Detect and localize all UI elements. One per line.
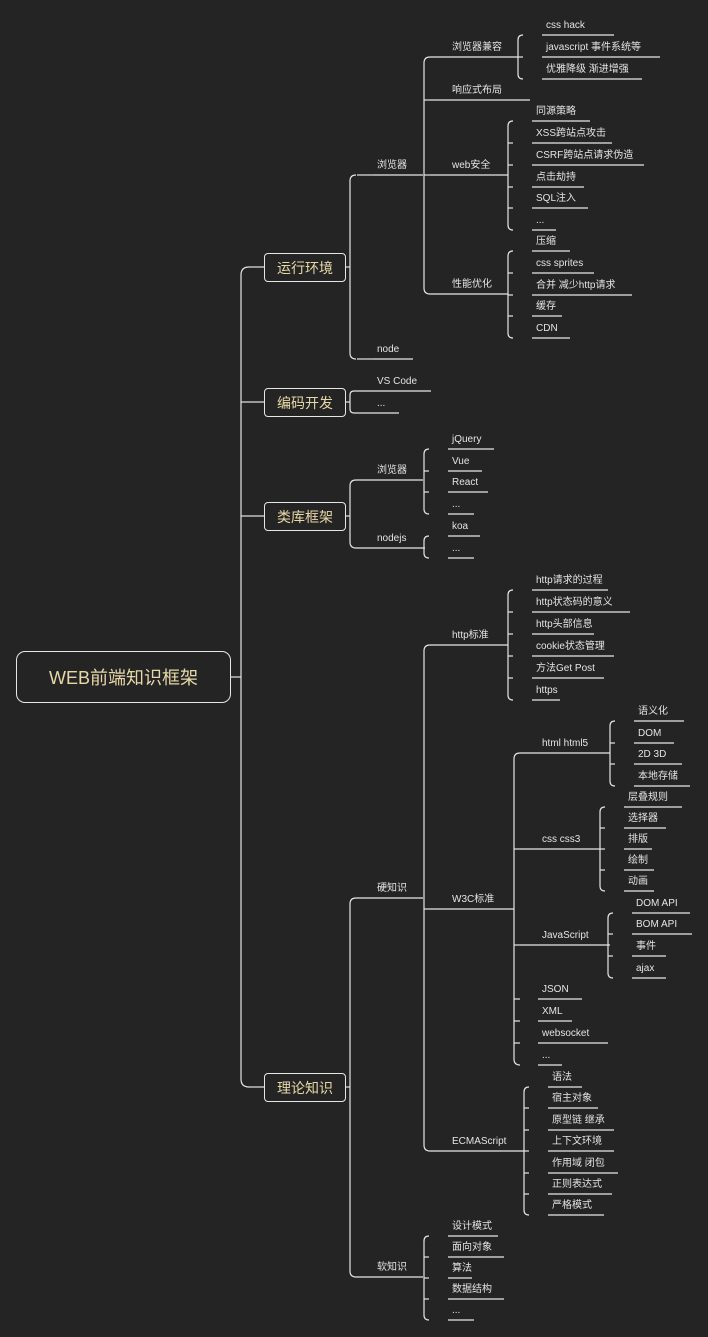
- css-item-1: 选择器: [628, 813, 658, 824]
- ecma-item-2: 原型链 继承: [552, 1115, 605, 1126]
- http-item-3: cookie状态管理: [536, 641, 605, 652]
- w3c-js: JavaScript: [542, 930, 589, 941]
- theory-soft: 软知识: [377, 1262, 407, 1273]
- coding-item-0: VS Code: [377, 376, 418, 387]
- w3c-other-2: websocket: [542, 1028, 590, 1039]
- soft-item-3: 数据结构: [452, 1284, 492, 1295]
- ecma-item-3: 上下文环境: [552, 1136, 602, 1147]
- perf: 性能优化: [452, 279, 492, 290]
- libs-nodejs-item-1: ...: [452, 543, 461, 554]
- html-item-1: DOM: [638, 728, 662, 739]
- js-item-1: BOM API: [636, 919, 678, 930]
- w3c-other-0: JSON: [542, 984, 569, 995]
- css-item-4: 动画: [628, 876, 648, 887]
- security: web安全: [452, 160, 491, 171]
- security-item-5: ...: [536, 215, 545, 226]
- http-item-4: 方法Get Post: [536, 663, 595, 674]
- perf-item-0: 压缩: [536, 236, 556, 247]
- http-item-1: http状态码的意义: [536, 597, 613, 608]
- ecma-item-4: 作用域 闭包: [552, 1158, 605, 1169]
- main-node-runtime: 运行环境: [264, 253, 346, 282]
- http-item-2: http头部信息: [536, 619, 593, 630]
- css-item-0: 层叠规则: [628, 792, 668, 803]
- libs-nodejs: nodejs: [377, 533, 407, 544]
- w3c-other-1: XML: [542, 1006, 563, 1017]
- w3c-css: css css3: [542, 834, 581, 845]
- soft-item-4: ...: [452, 1305, 461, 1316]
- libs-browser-item-2: React: [452, 477, 479, 488]
- compat-item-1: javascript 事件系统等: [546, 42, 642, 53]
- security-item-0: 同源策略: [536, 106, 576, 117]
- main-node-coding: 编码开发: [264, 388, 346, 417]
- security-item-1: XSS跨站点攻击: [536, 128, 607, 139]
- theory-hard: 硬知识: [377, 883, 407, 894]
- coding-item-1: ...: [377, 398, 386, 409]
- html-item-3: 本地存储: [638, 771, 678, 782]
- ecma: ECMAScript: [452, 1136, 507, 1147]
- perf-item-4: CDN: [536, 323, 558, 334]
- http-item-0: http请求的过程: [536, 575, 603, 586]
- main-node-libs: 类库框架: [264, 502, 346, 531]
- libs-browser-item-1: Vue: [452, 456, 470, 467]
- perf-item-2: 合并 减少http请求: [536, 280, 616, 291]
- responsive: 响应式布局: [452, 85, 502, 96]
- main-node-theory: 理论知识: [264, 1073, 346, 1102]
- perf-item-1: css sprites: [536, 258, 584, 269]
- root-node: WEB前端知识框架: [16, 651, 231, 703]
- soft-item-2: 算法: [452, 1263, 472, 1274]
- js-item-3: ajax: [636, 963, 655, 974]
- libs-nodejs-item-0: koa: [452, 521, 469, 532]
- w3c: W3C标准: [452, 894, 495, 905]
- http: http标准: [452, 630, 489, 641]
- ecma-item-1: 宿主对象: [552, 1093, 592, 1104]
- runtime-browser: 浏览器: [377, 160, 407, 171]
- css-item-3: 绘制: [628, 855, 648, 866]
- security-item-2: CSRF跨站点请求伪造: [536, 150, 634, 161]
- js-item-2: 事件: [636, 941, 656, 952]
- compat-item-2: 优雅降级 渐进增强: [546, 64, 629, 75]
- html-item-0: 语义化: [638, 706, 668, 717]
- compat-item-0: css hack: [546, 20, 585, 31]
- http-item-5: https: [536, 685, 558, 696]
- js-item-0: DOM API: [636, 898, 678, 909]
- security-item-4: SQL注入: [536, 193, 577, 204]
- runtime-node: node: [377, 344, 400, 355]
- perf-item-3: 缓存: [536, 301, 556, 312]
- ecma-item-5: 正则表达式: [552, 1179, 602, 1190]
- soft-item-0: 设计模式: [452, 1221, 492, 1232]
- w3c-other-3: ...: [542, 1050, 551, 1061]
- compat: 浏览器兼容: [452, 42, 502, 53]
- soft-item-1: 面向对象: [452, 1242, 492, 1253]
- security-item-3: 点击劫持: [536, 172, 576, 183]
- libs-browser: 浏览器: [377, 465, 407, 476]
- html-item-2: 2D 3D: [638, 749, 667, 760]
- css-item-2: 排版: [628, 834, 648, 845]
- ecma-item-6: 严格模式: [552, 1200, 592, 1211]
- libs-browser-item-3: ...: [452, 499, 461, 510]
- w3c-html: html html5: [542, 738, 589, 749]
- libs-browser-item-0: jQuery: [452, 434, 482, 445]
- ecma-item-0: 语法: [552, 1072, 572, 1083]
